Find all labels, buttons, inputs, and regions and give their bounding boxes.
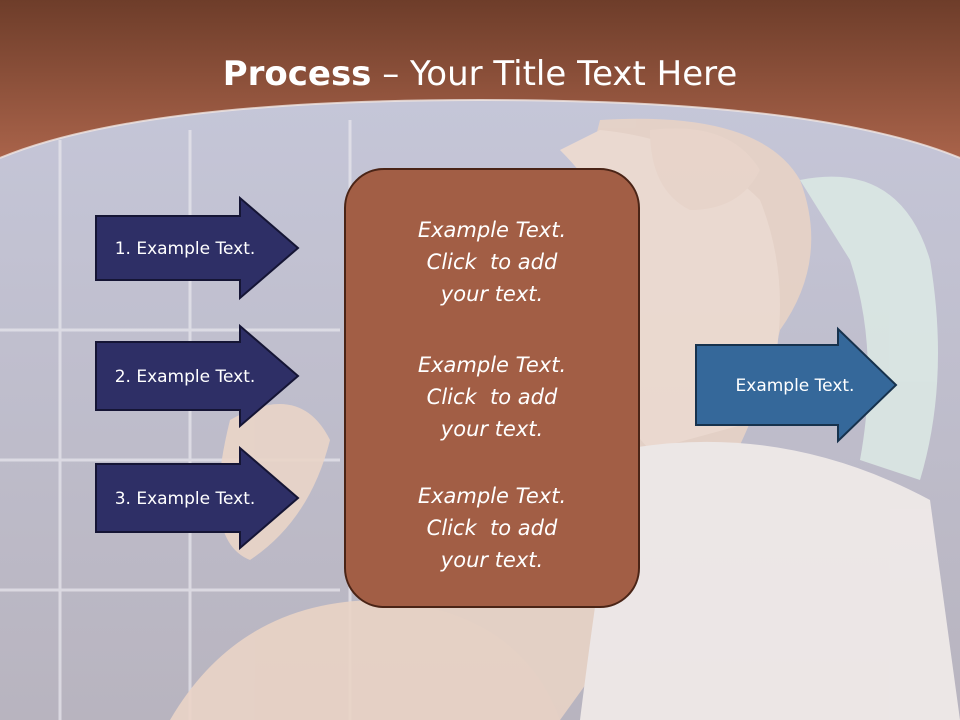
center-line: Example Text.: [417, 484, 567, 508]
step-arrow-1[interactable]: 1. Example Text.: [95, 195, 300, 301]
arrow-shape-icon: [95, 323, 300, 429]
center-line: your text.: [440, 417, 544, 441]
header-band: [0, 0, 960, 158]
center-text-2[interactable]: Example Text. Click to add your text.: [346, 349, 638, 445]
center-line: Example Text.: [417, 353, 567, 377]
center-text-1[interactable]: Example Text. Click to add your text.: [346, 214, 638, 310]
output-arrow[interactable]: Example Text.: [695, 326, 898, 444]
center-line: Example Text.: [417, 218, 567, 242]
output-label: Example Text.: [735, 375, 855, 396]
step-arrow-2[interactable]: 2. Example Text.: [95, 323, 300, 429]
center-line: your text.: [440, 548, 544, 572]
center-line: Click to add: [426, 250, 558, 274]
center-content-box[interactable]: Example Text. Click to add your text. Ex…: [344, 168, 640, 608]
center-text-3[interactable]: Example Text. Click to add your text.: [346, 480, 638, 576]
arrow-shape-icon: [695, 326, 898, 444]
center-line: your text.: [440, 282, 544, 306]
title-rest: – Your Title Text Here: [371, 54, 738, 94]
step-label-3: 3. Example Text.: [114, 488, 256, 509]
step-arrow-3[interactable]: 3. Example Text.: [95, 445, 300, 551]
slide-title: Process – Your Title Text Here: [0, 52, 960, 96]
arrow-shape-icon: [95, 195, 300, 301]
title-bold: Process: [222, 54, 372, 94]
arrow-shape-icon: [95, 445, 300, 551]
step-label-1: 1. Example Text.: [114, 238, 256, 259]
center-line: Click to add: [426, 516, 558, 540]
step-label-2: 2. Example Text.: [114, 366, 256, 387]
center-line: Click to add: [426, 385, 558, 409]
